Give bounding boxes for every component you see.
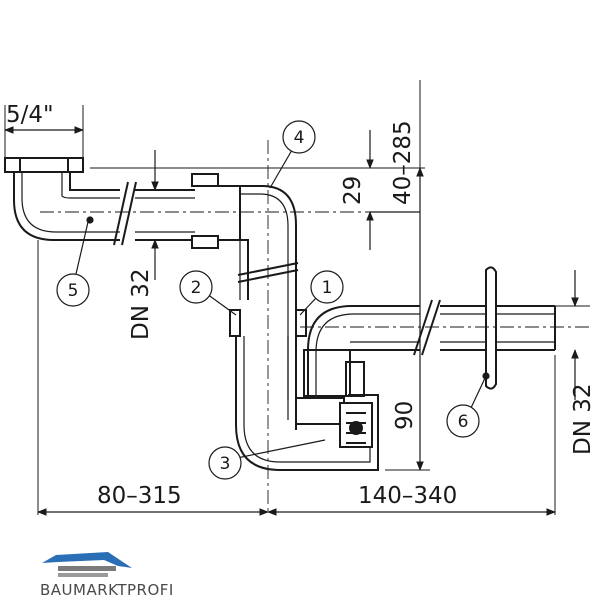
callout-6: 6 — [458, 412, 469, 432]
trap-bottom-part-3 — [235, 394, 379, 471]
callout-4: 4 — [294, 128, 305, 148]
thread-size-label: 5/4" — [6, 102, 54, 128]
callout-1: 1 — [322, 278, 333, 298]
offset-29-label: 29 — [340, 176, 366, 205]
callout-5: 5 — [68, 281, 79, 301]
height-90-label: 90 — [392, 401, 418, 430]
width-left-label: 80–315 — [97, 483, 182, 509]
top-coupling-nut — [191, 173, 241, 249]
dn-left-label: DN 32 — [128, 269, 154, 341]
vertical-pipe-section — [229, 309, 307, 425]
baumarktprofi-logo: BAUMARKTPROFI — [40, 552, 174, 599]
callouts — [56, 120, 490, 480]
dimension-lines — [4, 126, 579, 516]
width-right-label: 140–340 — [358, 483, 457, 509]
callout-3: 3 — [220, 454, 231, 474]
callout-2: 2 — [191, 278, 202, 298]
dimension-labels: 5/4" 40–285 29 DN 32 DN 32 90 80–315 140… — [6, 102, 596, 509]
dn-right-label: DN 32 — [570, 384, 596, 456]
callout-numbers: 1 2 3 4 5 6 — [68, 128, 469, 474]
outlet-pipe — [303, 266, 556, 397]
height-adjust-label: 40–285 — [390, 120, 416, 205]
logo-text: BAUMARKTPROFI — [40, 581, 174, 599]
center-lines — [40, 140, 590, 515]
inlet-pipe-part-5 — [4, 157, 195, 246]
